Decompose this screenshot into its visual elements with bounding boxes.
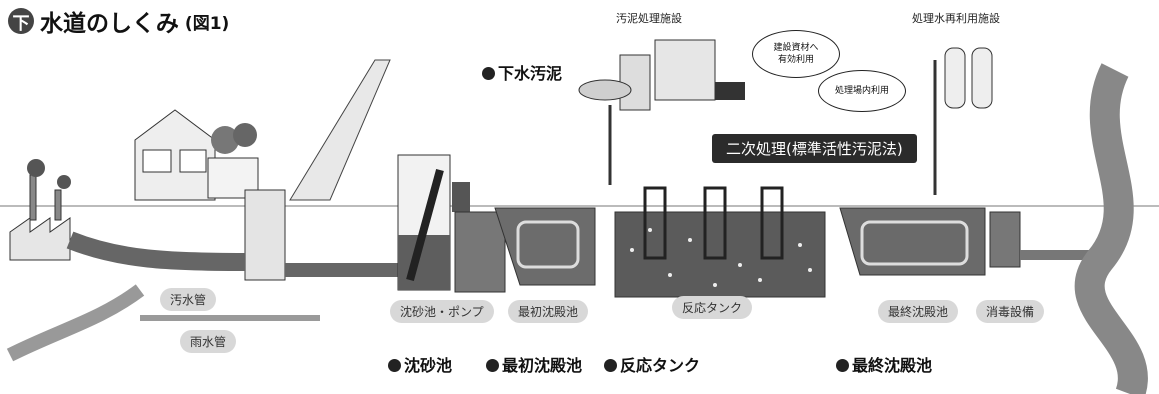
reaction-tank-icon bbox=[614, 186, 826, 298]
ground-line bbox=[0, 205, 1159, 207]
title-figure-ref: (図1) bbox=[184, 13, 230, 34]
road-icon bbox=[289, 59, 391, 201]
final-tank-icon bbox=[839, 207, 1021, 276]
disinfection-label: 消毒設備 bbox=[976, 300, 1045, 323]
building-material-cloud: 建設資材へ 有効利用 bbox=[752, 30, 840, 78]
sludge-bullet: 下水汚泥 bbox=[482, 60, 562, 84]
bullet-dot-icon bbox=[604, 359, 617, 372]
bullet-dot-icon bbox=[388, 359, 401, 372]
grit-pump-label: 沈砂池・ポンプ bbox=[390, 300, 494, 323]
sludge-facility-icon bbox=[578, 39, 745, 185]
title-main: 水道のしくみ bbox=[40, 11, 179, 37]
bottom-bullet-grit: 沈砂池 bbox=[388, 352, 452, 376]
sewage-pipe-label: 汚水管 bbox=[160, 288, 217, 311]
reuse-facility-icon bbox=[933, 47, 993, 195]
cloud-line-2: 有効利用 bbox=[777, 55, 814, 65]
sludge-bullet-text: 下水汚泥 bbox=[498, 64, 563, 83]
secondary-treatment-banner: 二次処理(標準活性汚泥法) bbox=[712, 134, 917, 163]
sewer-drop-icon: 下 bbox=[8, 8, 34, 34]
final-tank-label: 最終沈殿池 bbox=[878, 300, 959, 323]
primary-tank-label: 最初沈殿池 bbox=[508, 300, 589, 323]
house-icon bbox=[134, 109, 259, 201]
grit-chamber-icon bbox=[397, 154, 506, 293]
sludge-facility-label: 汚泥処理施設 bbox=[616, 10, 682, 26]
primary-tank-icon bbox=[494, 207, 596, 286]
river-left bbox=[6, 284, 145, 362]
factory-icon bbox=[9, 159, 71, 261]
bottom-bullet-text: 最終沈殿池 bbox=[852, 356, 933, 375]
bottom-bullet-primary: 最初沈殿池 bbox=[486, 352, 582, 376]
bottom-bullet-text: 沈砂池 bbox=[404, 356, 453, 375]
bullet-dot-icon bbox=[836, 359, 849, 372]
manhole-station bbox=[244, 189, 286, 281]
bottom-bullet-text: 反応タンク bbox=[620, 356, 701, 375]
bottom-bullet-final: 最終沈殿池 bbox=[836, 352, 932, 376]
cloud-line-1: 建設資材へ bbox=[773, 43, 819, 53]
page-title: 下 水道のしくみ (図1) bbox=[8, 4, 229, 38]
river-right bbox=[1074, 63, 1148, 394]
bullet-dot-icon bbox=[482, 67, 495, 80]
reuse-facility-label: 処理水再利用施設 bbox=[912, 10, 1000, 26]
bullet-dot-icon bbox=[486, 359, 499, 372]
storm-pipe-label: 雨水管 bbox=[180, 330, 237, 353]
bottom-bullet-reaction: 反応タンク bbox=[604, 352, 700, 376]
onsite-use-cloud: 処理場内利用 bbox=[818, 70, 906, 112]
bottom-bullet-text: 最初沈殿池 bbox=[502, 356, 583, 375]
sewage-pipe bbox=[66, 231, 246, 271]
reaction-tank-label: 反応タンク bbox=[672, 296, 753, 319]
